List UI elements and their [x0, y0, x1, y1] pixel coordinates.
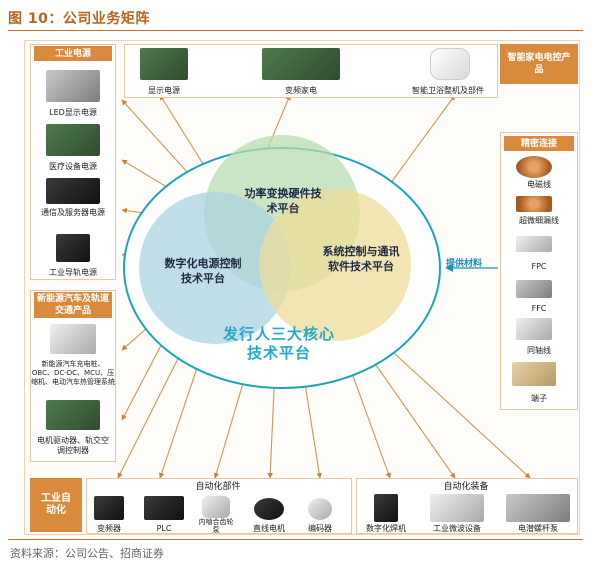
- thumb-micro-wire: [516, 196, 552, 212]
- label-telecom-power: 通信及服务器电源: [41, 208, 105, 217]
- thumb-led-power: [46, 70, 100, 102]
- tag-ev-rail: 新能源汽车及轨道交通产品: [34, 292, 112, 318]
- thumb-medical-power: [46, 124, 100, 156]
- label-display-power: 显示电源: [148, 86, 180, 95]
- label-magnet-wire: 电磁线: [527, 180, 551, 189]
- label-automation-parts: 自动化部件: [195, 482, 241, 492]
- bottom-rule: [8, 539, 583, 540]
- label-motor-driver: 电机驱动器、轨交空调控制器: [37, 436, 109, 455]
- label-inverter: 变频器: [97, 524, 121, 533]
- label-rail-power: 工业导轨电源: [49, 268, 97, 277]
- thumb-inverter-appliance: [262, 48, 340, 80]
- core-platform-label: 发行人三大核心技术平台: [222, 325, 335, 362]
- thumb-gear-pump: [202, 496, 230, 518]
- thumb-terminal: [512, 362, 556, 386]
- label-led-power: LED显示电源: [49, 108, 97, 117]
- circle-system-control-label: 系统控制与通讯软件技术平台: [322, 245, 400, 273]
- thumb-digital-welder: [374, 494, 398, 522]
- thumb-screw-pump: [506, 494, 570, 522]
- label-fpc: FPC: [531, 262, 547, 271]
- label-plc: PLC: [156, 524, 172, 533]
- thumb-ffc: [516, 280, 552, 298]
- label-automation-equipment: 自动化装备: [443, 482, 489, 492]
- label-coax-cable: 同轴线: [527, 346, 551, 355]
- label-ffc: FFC: [531, 304, 547, 313]
- panel-ev-rail: [30, 290, 116, 462]
- label-terminal: 端子: [531, 394, 547, 403]
- tag-precision-connection: 精密连接: [504, 136, 574, 151]
- tag-industrial-automation: 工业自动化: [30, 478, 82, 532]
- circle-digital-power-label: 数字化电源控制技术平台: [164, 257, 242, 285]
- thumb-magnet-wire: [516, 156, 552, 178]
- label-microwave-equipment: 工业微波设备: [433, 524, 481, 533]
- tag-industrial-power: 工业电源: [34, 46, 112, 61]
- thumb-display-power: [140, 48, 188, 80]
- circle-power-conversion-label: 功率变换硬件技术平台: [244, 187, 322, 215]
- label-screw-pump: 电潜螺杆泵: [518, 524, 558, 533]
- label-gear-pump: 内啮合齿轮泵: [198, 518, 234, 534]
- label-encoder: 编码器: [308, 524, 332, 533]
- thumb-linear-motor: [254, 498, 284, 520]
- label-ev-products: 新能源汽车充电桩、OBC、DC-DC、MCU、压缩机、电动汽车热管理系统: [31, 360, 115, 386]
- thumb-motor-driver: [46, 400, 100, 430]
- thumb-telecom-power: [46, 178, 100, 204]
- thumb-inverter: [94, 496, 124, 520]
- figure-title: 图 10：公司业务矩阵: [8, 11, 150, 27]
- thumb-coax-cable: [516, 318, 552, 340]
- title-rule: [8, 30, 583, 31]
- label-medical-power: 医疗设备电源: [49, 162, 97, 171]
- label-inverter-appliance: 变频家电: [285, 86, 317, 95]
- label-smart-toilet: 智能卫浴整机及部件: [412, 86, 484, 95]
- thumb-smart-toilet: [430, 48, 470, 80]
- thumb-encoder: [308, 498, 332, 520]
- circle-system-control: [259, 189, 411, 341]
- circle-digital-power: [139, 192, 291, 344]
- tag-smart-appliance: 智能家电电控产品: [500, 44, 578, 84]
- label-micro-wire: 超微细漏线: [519, 216, 559, 225]
- thumb-fpc: [516, 236, 552, 252]
- thumb-rail-power: [56, 234, 90, 262]
- label-digital-welder: 数字化焊机: [366, 524, 406, 533]
- thumb-ev-charger: [50, 324, 96, 354]
- source-note: 资料来源：公司公告、招商证券: [10, 547, 164, 560]
- supply-material-label: 提供材料: [446, 259, 483, 269]
- thumb-plc: [144, 496, 184, 520]
- label-linear-motor: 直线电机: [253, 524, 285, 533]
- thumb-microwave-equipment: [430, 494, 484, 522]
